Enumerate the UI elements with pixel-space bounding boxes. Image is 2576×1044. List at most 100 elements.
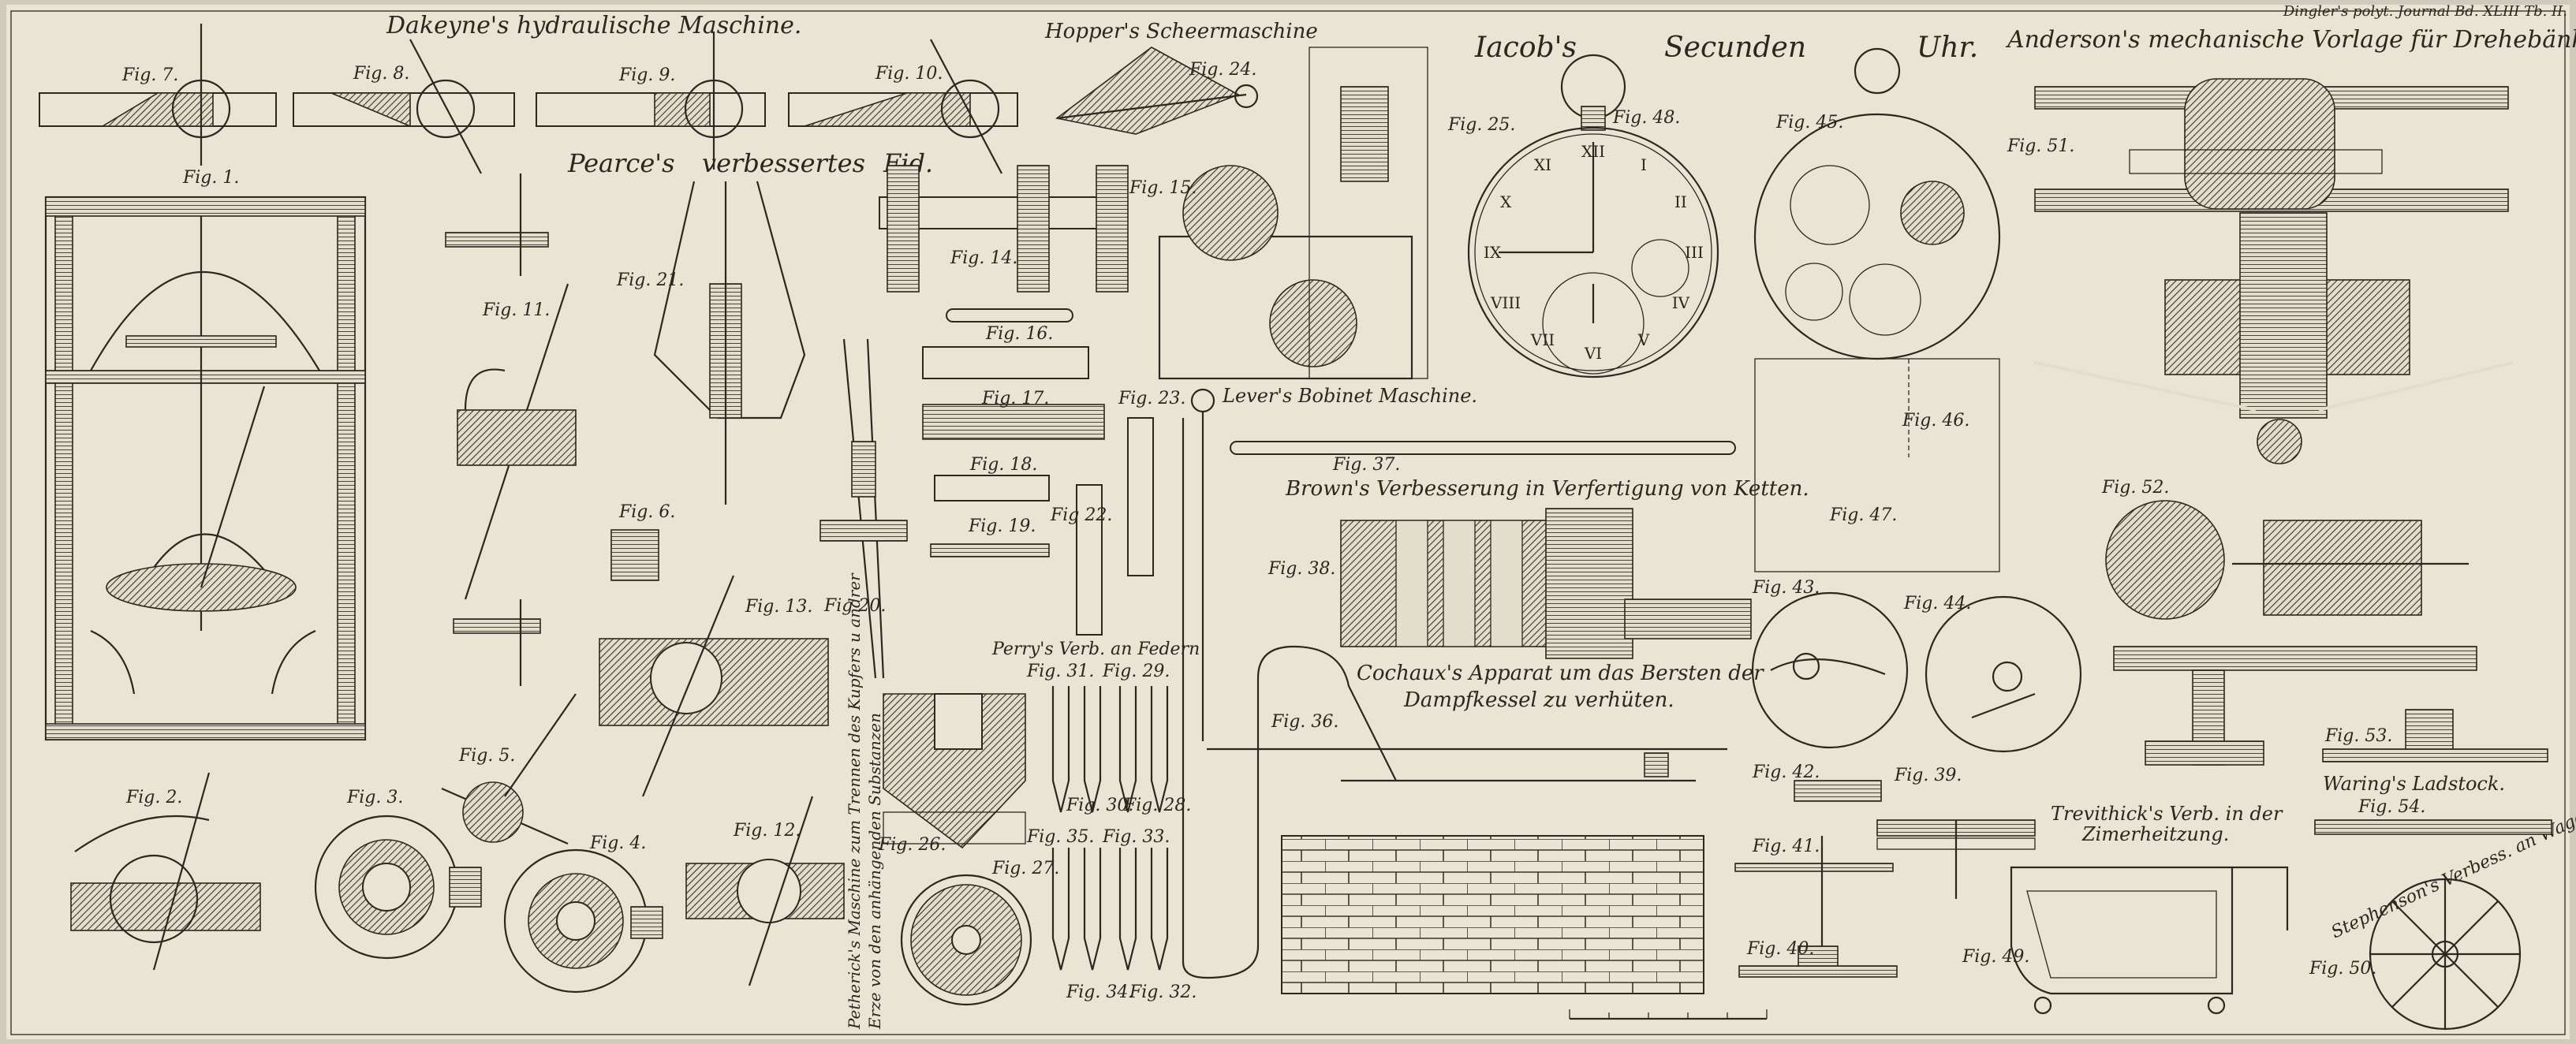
fig-27-diagram xyxy=(900,874,1032,1006)
fig-42-diagram xyxy=(1794,780,1882,802)
label-fig-44: Fig. 44. xyxy=(1903,594,1971,613)
label-fig-45: Fig. 45. xyxy=(1775,113,1843,132)
fig-7-diagram xyxy=(39,24,277,166)
title-levers: Lever's Bobinet Maschine. xyxy=(1222,385,1477,407)
label-fig-6: Fig. 6. xyxy=(618,502,675,522)
clock-numeral: I xyxy=(1641,155,1647,174)
label-fig-20: Fig 20. xyxy=(823,596,886,616)
title-jacob-1: Iacob's xyxy=(1474,32,1577,64)
fig-5-diagram xyxy=(441,693,577,845)
fig-20-diagram xyxy=(819,338,908,679)
label-fig-2: Fig. 2. xyxy=(125,788,182,807)
clock-numeral: VIII xyxy=(1490,293,1521,312)
clock-numeral: IV xyxy=(1672,293,1690,312)
title-waring: Waring's Ladstock. xyxy=(2323,773,2505,795)
label-fig-35: Fig. 35. xyxy=(1026,827,1094,847)
fig-3-diagram xyxy=(314,815,482,960)
figure-labels: Fig. 1. Fig. 2. Fig. 3. Fig. 4. Fig. 5. … xyxy=(121,60,2425,1002)
title-dakeyne: Dakeyne's hydraulische Maschine. xyxy=(386,12,801,39)
fig-50-diagram xyxy=(2369,878,2522,1031)
label-fig-9: Fig. 9. xyxy=(618,65,675,85)
clock-numeral: II xyxy=(1674,192,1687,211)
label-fig-43: Fig. 43. xyxy=(1752,578,1820,598)
title-anderson: Anderson's mechanische Vorlage für Drehe… xyxy=(2005,26,2576,54)
fig-18-diagram xyxy=(934,475,1050,501)
label-fig-16: Fig. 16. xyxy=(985,324,1053,344)
label-fig-19: Fig. 19. xyxy=(968,516,1036,536)
label-fig-18: Fig. 18. xyxy=(969,455,1037,475)
label-fig-13: Fig. 13. xyxy=(745,597,812,617)
label-fig-25: Fig. 25. xyxy=(1447,115,1515,135)
label-fig-7: Fig. 7. xyxy=(121,65,178,85)
label-fig-47: Fig. 47. xyxy=(1829,505,1897,525)
title-brown: Brown's Verbesserung in Verfertigung von… xyxy=(1285,477,1809,501)
clock-numeral: IX xyxy=(1484,243,1502,262)
label-fig-32: Fig. 32. xyxy=(1129,982,1197,1002)
label-fig-30: Fig. 30. xyxy=(1066,796,1133,815)
label-fig-5: Fig. 5. xyxy=(458,746,515,766)
fig-48-diagram xyxy=(1467,54,1719,378)
fig-10-diagram xyxy=(788,39,1018,174)
title-trevithick-1: Trevithick's Verb. in der xyxy=(2051,803,2283,825)
journal-note: Dingler's polyt. Journal Bd. XLIII Tb. I… xyxy=(2283,3,2567,20)
label-fig-15: Fig. 15. xyxy=(1129,178,1197,198)
label-fig-11: Fig. 11. xyxy=(482,300,550,320)
fig-49-diagram xyxy=(2010,866,2289,1015)
label-fig-4: Fig. 4. xyxy=(589,833,646,853)
fig-44-diagram xyxy=(1925,595,2082,753)
fig-12-diagram xyxy=(685,796,845,986)
label-fig-14: Fig. 14. xyxy=(950,248,1017,268)
label-fig-54: Fig. 54. xyxy=(2358,797,2425,817)
fig-9-diagram xyxy=(536,32,766,170)
clock-numeral: III xyxy=(1685,243,1704,262)
label-fig-38: Fig. 38. xyxy=(1267,559,1335,579)
title-cochaux-2: Dampfkessel zu verhüten. xyxy=(1403,688,1674,712)
fig-40-diagram xyxy=(1738,945,1898,978)
label-fig-53: Fig. 53. xyxy=(2324,726,2392,746)
label-fig-34: Fig. 34. xyxy=(1066,982,1133,1002)
fig-43-diagram xyxy=(1751,591,1909,749)
title-petherick-1: Petherick's Maschine zum Trennen des Kup… xyxy=(845,572,864,1030)
fig-39-diagram xyxy=(1876,819,2036,899)
clock-numeral: XII xyxy=(1581,142,1605,161)
label-fig-10: Fig. 10. xyxy=(875,64,943,84)
label-fig-33: Fig. 33. xyxy=(1102,827,1170,847)
fig-17-diagram xyxy=(922,404,1105,440)
fig-1-diagram xyxy=(44,196,367,741)
fig-21-diagram xyxy=(653,181,806,505)
fig-14-diagram xyxy=(879,165,1129,293)
fig-6-diagram xyxy=(610,529,659,581)
fig-11-diagram xyxy=(445,173,577,686)
label-fig-42: Fig. 42. xyxy=(1752,762,1820,782)
fig-24-diagram xyxy=(1055,47,1259,135)
clock-numeral: V xyxy=(1637,330,1650,349)
label-fig-49: Fig. 49. xyxy=(1962,947,2029,967)
label-fig-52: Fig. 52. xyxy=(2101,478,2169,498)
label-fig-29: Fig. 29. xyxy=(1102,662,1170,681)
label-fig-41: Fig. 41. xyxy=(1752,837,1820,856)
fig-54-diagram xyxy=(2314,819,2552,835)
label-fig-48: Fig. 48. xyxy=(1612,108,1680,128)
clock-numeral: VII xyxy=(1530,330,1555,349)
fig-28-35-diagram xyxy=(1051,686,1169,971)
fig-47-diagram xyxy=(1754,358,2000,572)
fig-53-diagram xyxy=(2322,709,2548,762)
fig-2-diagram xyxy=(70,772,261,971)
label-fig-28: Fig. 28. xyxy=(1123,796,1191,815)
fig-19-diagram xyxy=(930,543,1050,557)
fig-16-diagram xyxy=(922,308,1089,379)
label-fig-23: Fig. 23. xyxy=(1118,389,1185,408)
title-hopper: Hopper's Scheermaschine xyxy=(1044,20,1318,43)
fig-36-diagram xyxy=(1207,748,1727,994)
label-fig-40: Fig. 40. xyxy=(1746,939,1814,959)
clock-numeral: XI xyxy=(1534,155,1551,174)
clock-numeral: VI xyxy=(1584,344,1602,363)
label-fig-26: Fig. 26. xyxy=(878,835,946,855)
label-fig-50: Fig. 50. xyxy=(2309,959,2376,979)
fig-22-diagram xyxy=(1076,417,1154,636)
fig-38-diagram xyxy=(1340,508,1752,659)
fig-15-diagram xyxy=(1158,47,1428,380)
title-jacob-2: Secunden xyxy=(1664,32,1806,64)
